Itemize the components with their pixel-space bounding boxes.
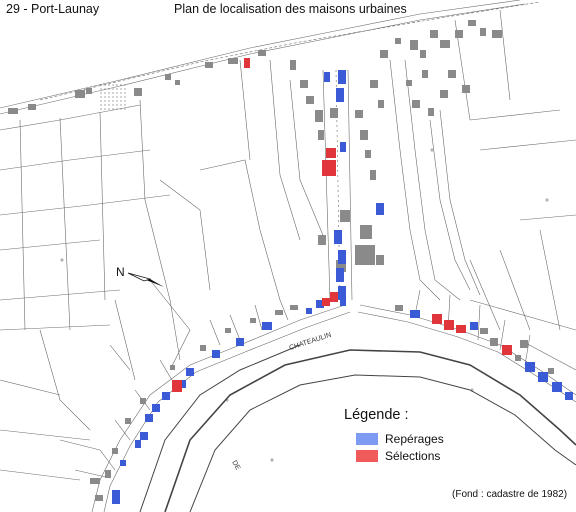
legend-swatch-selections (356, 450, 378, 462)
north-label: N (116, 265, 125, 279)
reperage-buildings (112, 70, 573, 504)
legend-item-reperages: Repérages (356, 432, 444, 446)
north-arrow-icon (127, 272, 164, 287)
legend-label-reperages: Repérages (385, 432, 444, 446)
legend-swatch-reperages (356, 433, 378, 445)
page-title: Plan de localisation des maisons urbaine… (174, 2, 407, 16)
river-banks (139, 344, 576, 512)
legend-title: Légende : (344, 407, 409, 423)
existing-buildings (8, 20, 554, 501)
legend-item-selections: Sélections (356, 449, 440, 463)
commune-name: 29 - Port-Launay (6, 2, 100, 16)
source-note: (Fond : cadastre de 1982) (452, 489, 568, 500)
selection-buildings (172, 58, 512, 392)
hatched-parcel (100, 82, 128, 112)
north-arrow: N (116, 265, 166, 291)
legend-label-selections: Sélections (385, 449, 441, 463)
de-label: DE (230, 460, 241, 472)
river-label: CHATEAULIN (288, 332, 332, 352)
